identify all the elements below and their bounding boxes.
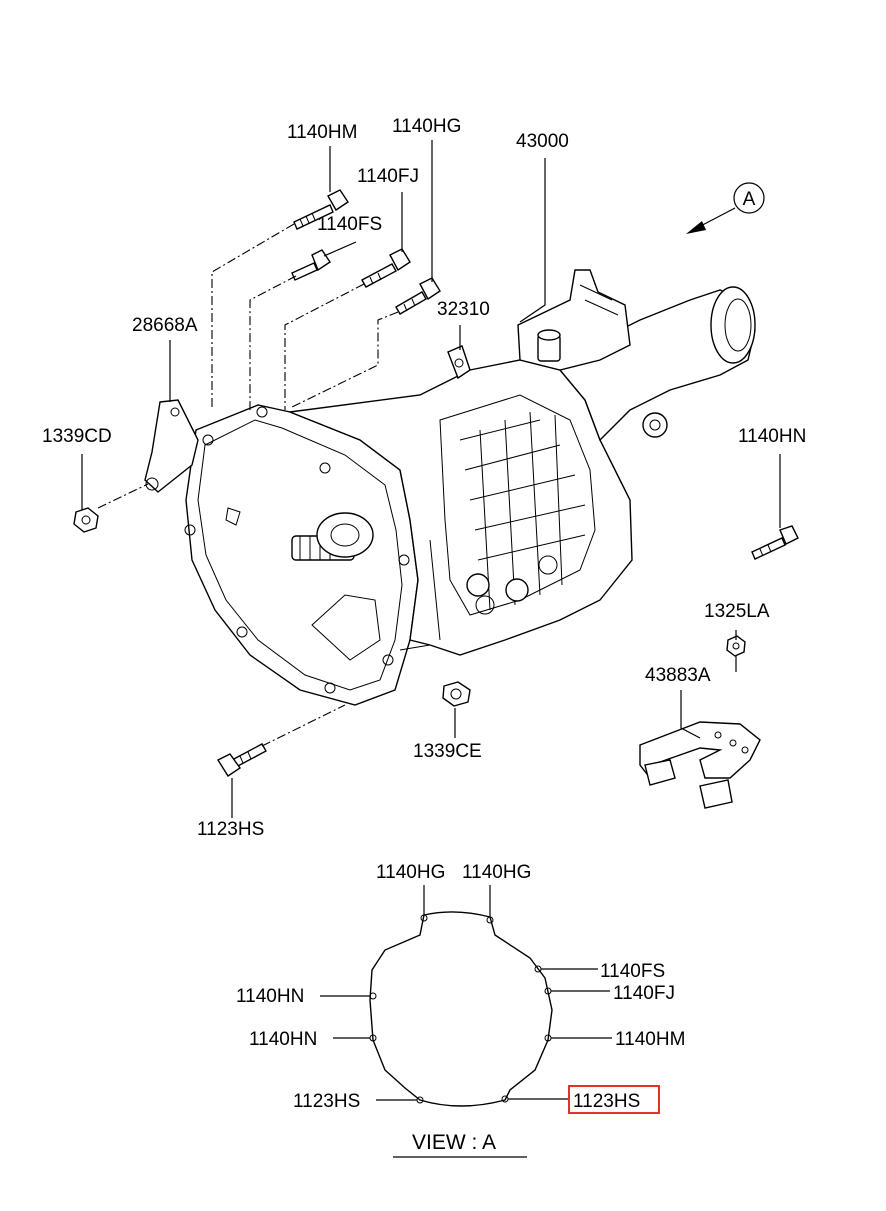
view-a-label-1140hn-lower: 1140HN bbox=[249, 1029, 317, 1050]
callout-1140fj: 1140FJ bbox=[357, 166, 419, 187]
view-a-label-1140hm: 1140HM bbox=[615, 1029, 685, 1050]
callout-1339ce: 1339CE bbox=[413, 741, 482, 762]
bracket-43883a bbox=[639, 721, 761, 809]
leader-lines bbox=[81, 140, 781, 818]
nut-1339ce bbox=[442, 681, 471, 707]
callout-1123hs-bottom: 1123HS bbox=[197, 819, 264, 840]
view-a-label-1140hg-left: 1140HG bbox=[376, 862, 445, 883]
view-a-marker-label: A bbox=[743, 189, 756, 210]
callout-43883a: 43883A bbox=[645, 665, 711, 686]
nut-1339cd bbox=[73, 507, 99, 533]
callout-1140hm: 1140HM bbox=[287, 122, 357, 143]
bolt-1140hg bbox=[395, 277, 441, 315]
callout-1140fs: 1140FS bbox=[317, 214, 382, 235]
callout-1339cd: 1339CD bbox=[42, 426, 112, 447]
view-a-title: VIEW : A bbox=[412, 1131, 496, 1154]
callout-1140hn-right: 1140HN bbox=[738, 426, 806, 447]
bolt-1140hn bbox=[751, 525, 799, 560]
nut-1325la bbox=[726, 635, 746, 657]
view-a-label-1140hg-right: 1140HG bbox=[462, 862, 531, 883]
view-a-label-1140hn-upper: 1140HN bbox=[236, 986, 304, 1007]
callout-43000: 43000 bbox=[516, 131, 569, 152]
callout-1325la: 1325LA bbox=[704, 601, 770, 622]
view-a-label-1123hs-highlighted[interactable]: 1123HS bbox=[573, 1091, 640, 1112]
bolt-1140fj bbox=[361, 248, 411, 288]
bolt-1140hm bbox=[293, 189, 349, 230]
bolt-1140fs bbox=[291, 249, 331, 281]
view-a-label-1123hs-left: 1123HS bbox=[293, 1091, 360, 1112]
callout-32310: 32310 bbox=[437, 299, 490, 320]
callout-28668a: 28668A bbox=[132, 315, 198, 336]
view-a-leaders bbox=[320, 885, 612, 1101]
view-a-label-1140fs: 1140FS bbox=[600, 961, 665, 982]
highlight-box-1123hs[interactable] bbox=[568, 1085, 660, 1114]
bracket-28668a bbox=[144, 399, 199, 493]
view-a-arrow: A bbox=[686, 182, 765, 234]
view-a-gasket-outline bbox=[369, 911, 553, 1107]
bolt-1123hs bbox=[216, 743, 267, 777]
view-a-label-1140fj: 1140FJ bbox=[613, 983, 675, 1004]
transmission-assembly-43000 bbox=[184, 269, 756, 706]
callout-1140hg: 1140HG bbox=[392, 116, 461, 137]
clip-32310 bbox=[447, 345, 471, 380]
